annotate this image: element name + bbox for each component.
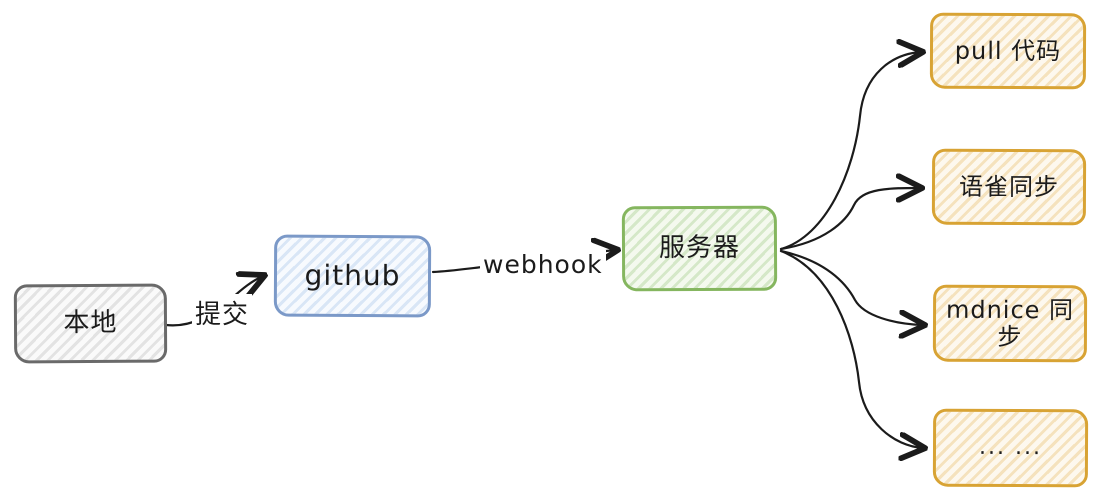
node-local-label: 本地 [63, 308, 118, 339]
node-yuque-sync: 语雀同步 [931, 148, 1087, 226]
node-yuque-sync-label: 语雀同步 [958, 172, 1060, 202]
node-github: github [273, 234, 432, 318]
node-pull-code: pull 代码 [929, 12, 1087, 90]
node-mdnice-sync: mdnice 同步 [932, 284, 1088, 363]
node-github-label: github [304, 258, 401, 292]
node-pull-code-label: pull 代码 [954, 36, 1062, 66]
edge-server-more [779, 249, 923, 448]
node-more: ... ... [932, 408, 1089, 488]
edge-server-yuque [779, 188, 920, 251]
node-server-label: 服务器 [658, 233, 741, 264]
edge-label-commit: 提交 [192, 294, 253, 331]
node-mdnice-sync-label: mdnice 同步 [945, 295, 1075, 351]
edge-label-webhook: webhook [480, 250, 606, 279]
node-more-label: ... ... [978, 434, 1043, 461]
edge-server-mdnice [779, 249, 923, 325]
node-local: 本地 [13, 283, 168, 364]
node-server: 服务器 [621, 205, 778, 292]
edge-server-pull [779, 52, 921, 251]
